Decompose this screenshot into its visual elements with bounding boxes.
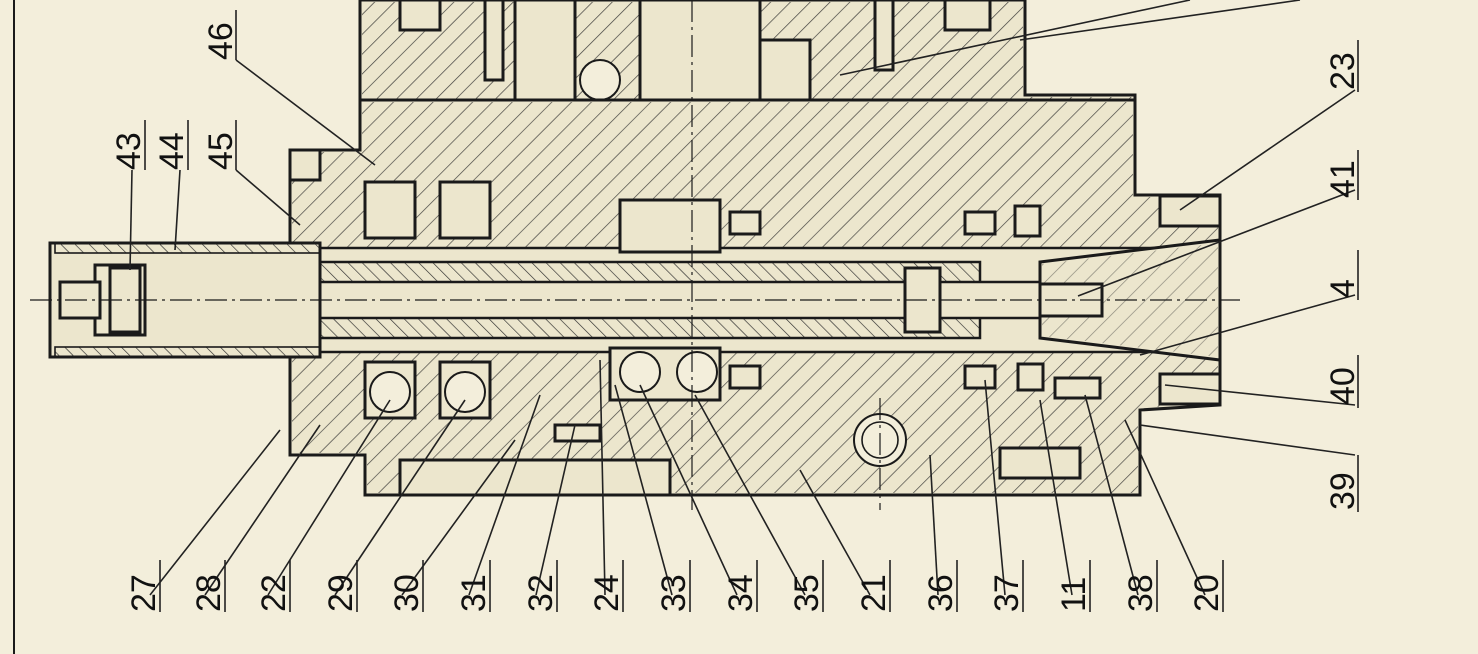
label-40: 40 [1324,367,1362,405]
label-28: 28 [190,574,228,612]
label-24: 24 [588,574,626,612]
label-33: 33 [655,574,693,612]
label-39: 39 [1324,472,1362,510]
label-46: 46 [202,22,240,60]
label-20: 20 [1188,574,1226,612]
label-34: 34 [722,574,760,612]
label-37: 37 [988,574,1026,612]
label-35: 35 [788,574,826,612]
label-29: 29 [322,574,360,612]
label-23: 23 [1324,52,1362,90]
label-22: 22 [255,574,293,612]
label-11: 11 [1055,577,1093,612]
label-43: 43 [110,132,148,170]
label-44: 44 [153,132,191,170]
bottom-labels: 27 28 22 29 30 31 32 24 33 34 35 21 36 3… [125,574,1226,612]
label-4: 4 [1324,279,1362,298]
leader-lines [129,0,1359,612]
label-31: 31 [455,574,493,612]
label-45: 45 [202,132,240,170]
label-38: 38 [1122,574,1160,612]
label-36: 36 [922,574,960,612]
right-labels: 23 41 4 40 39 [1324,52,1362,510]
label-21: 21 [855,574,893,612]
label-41: 41 [1324,160,1362,198]
label-30: 30 [388,574,426,612]
label-27: 27 [125,574,163,612]
top-left-labels: 46 43 44 45 [110,22,240,170]
label-32: 32 [522,574,560,612]
